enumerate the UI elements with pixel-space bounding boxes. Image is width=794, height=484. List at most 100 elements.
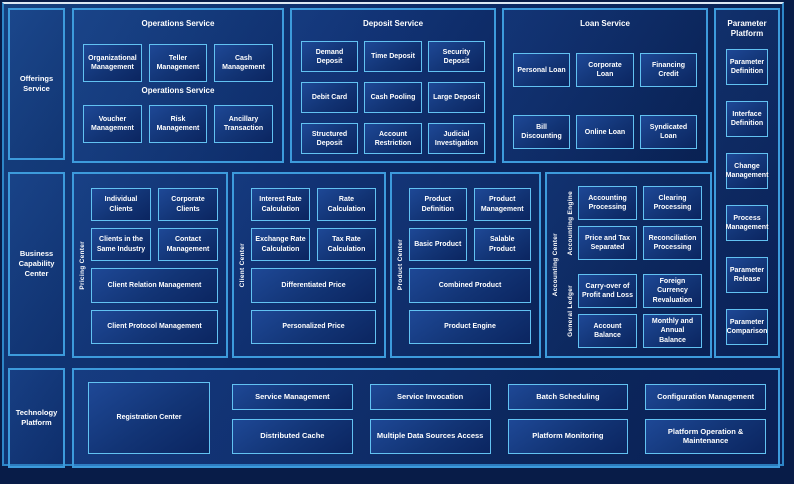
general-ledger-vertical-label: General Ledger: [563, 274, 578, 348]
box-batch-scheduling: Batch Scheduling: [507, 384, 629, 410]
box-combined-product: Combined Product: [409, 268, 531, 303]
box-account-balance: Account Balance: [578, 314, 637, 348]
box-cash-management: Cash Management: [214, 44, 273, 83]
box-accounting-processing: Accounting Processing: [578, 186, 637, 220]
box-differentiated-price: Differentiated Price: [251, 268, 376, 303]
box-ancillary-transaction: Ancillary Transaction: [214, 104, 273, 143]
box-interface-definition: Interface Definition: [726, 100, 768, 137]
box-clients-same-industry: Clients in the Same Industry: [91, 228, 151, 261]
parameter-item-list: Parameter Definition Interface Definitio…: [716, 48, 778, 345]
box-product-definition: Product Definition: [409, 188, 467, 221]
box-configuration-management: Configuration Management: [645, 384, 766, 410]
box-large-deposit: Large Deposit: [427, 82, 485, 114]
box-platform-operation-maintenance: Platform Operation & Maintenance: [645, 418, 766, 454]
operations-row-2: Voucher Management Risk Management Ancil…: [74, 104, 282, 143]
accounting-center-content: Accounting Engine Accounting Processing …: [563, 174, 710, 356]
box-carry-over-profit-loss: Carry-over of Profit and Loss: [578, 274, 637, 308]
box-distributed-cache: Distributed Cache: [232, 418, 353, 454]
box-security-deposit: Security Deposit: [427, 41, 485, 73]
general-ledger-label-text: General Ledger: [567, 285, 574, 337]
operations-service-section: Operations Service Organizational Manage…: [72, 8, 284, 163]
box-syndicated-loan: Syndicated Loan: [639, 115, 697, 150]
pricing-center-grid: Individual Clients Corporate Clients Cli…: [91, 188, 218, 261]
product-center-vertical-label: Product Center: [392, 174, 408, 356]
technology-platform-label: Technology Platform: [8, 368, 65, 468]
box-account-restriction: Account Restriction: [364, 123, 422, 155]
general-ledger-grid: Carry-over of Profit and Loss Foreign Cu…: [578, 274, 702, 348]
accounting-center-section: Accounting Center Accounting Engine Acco…: [545, 172, 712, 358]
box-rate-calculation: Rate Calculation: [317, 188, 376, 221]
accounting-center-vertical-label: Accounting Center: [547, 174, 563, 356]
operations-service-title: Operations Service: [141, 19, 215, 28]
box-cash-pooling: Cash Pooling: [364, 82, 422, 114]
technology-platform-grid: Service Management Service Invocation Ba…: [232, 384, 766, 454]
pricing-center-vertical-label: Pricing Center: [74, 174, 90, 356]
deposit-row-3: Structured Deposit Account Restriction J…: [292, 123, 494, 155]
box-service-invocation: Service Invocation: [369, 384, 491, 410]
loan-service-title: Loan Service: [580, 19, 630, 28]
box-corporate-loan: Corporate Loan: [576, 53, 634, 88]
box-exchange-rate-calculation: Exchange Rate Calculation: [251, 228, 310, 261]
box-service-management: Service Management: [232, 384, 353, 410]
product-center-section: Product Center Product Definition Produc…: [390, 172, 541, 358]
box-client-protocol-management: Client Protocol Management: [91, 309, 218, 344]
box-contact-management: Contact Management: [158, 228, 218, 261]
deposit-service-title: Deposit Service: [362, 19, 424, 28]
box-organizational-management: Organizational Management: [83, 44, 142, 83]
technology-platform-section: Registration Center Service Management S…: [72, 368, 780, 468]
deposit-row-1: Demand Deposit Time Deposit Security Dep…: [292, 41, 494, 73]
loan-service-section: Loan Service Personal Loan Corporate Loa…: [502, 8, 708, 163]
loan-row-2: Bill Discounting Online Loan Syndicated …: [504, 115, 706, 150]
accounting-center-label-text: Accounting Center: [551, 233, 559, 297]
box-voucher-management: Voucher Management: [83, 104, 142, 143]
deposit-service-section: Deposit Service Demand Deposit Time Depo…: [290, 8, 496, 163]
parameter-platform-section: Parameter Platform Parameter Definition …: [714, 8, 780, 358]
box-tax-rate-calculation: Tax Rate Calculation: [317, 228, 376, 261]
box-clearing-processing: Clearing Processing: [643, 186, 702, 220]
box-demand-deposit: Demand Deposit: [301, 41, 359, 73]
box-bill-discounting: Bill Discounting: [513, 115, 571, 150]
box-monthly-annual-balance: Monthly and Annual Balance: [643, 314, 702, 348]
box-parameter-comparison: Parameter Comparison: [726, 308, 768, 345]
client-center-grid: Interest Rate Calculation Rate Calculati…: [251, 188, 376, 261]
deposit-row-2: Debit Card Cash Pooling Large Deposit: [292, 82, 494, 114]
box-price-tax-separated: Price and Tax Separated: [578, 226, 637, 260]
diagram-frame: Offerings Service Business Capability Ce…: [2, 2, 784, 468]
box-online-loan: Online Loan: [576, 115, 634, 150]
pricing-center-label-text: Pricing Center: [78, 240, 86, 290]
pricing-center-content: Individual Clients Corporate Clients Cli…: [90, 174, 226, 356]
box-individual-clients: Individual Clients: [91, 188, 151, 221]
box-risk-management: Risk Management: [148, 104, 208, 143]
business-capability-center-label: Business Capability Center: [8, 172, 65, 356]
box-product-engine: Product Engine: [409, 309, 531, 344]
accounting-engine-group: Accounting Engine Accounting Processing …: [563, 186, 702, 260]
box-structured-deposit: Structured Deposit: [301, 123, 359, 155]
general-ledger-group: General Ledger Carry-over of Profit and …: [563, 274, 702, 348]
box-platform-monitoring: Platform Monitoring: [507, 418, 629, 454]
box-parameter-release: Parameter Release: [726, 256, 768, 293]
box-salable-product: Salable Product: [473, 228, 531, 261]
box-teller-management: Teller Management: [148, 44, 208, 83]
box-judicial-investigation: Judicial Investigation: [427, 123, 485, 155]
box-parameter-definition: Parameter Definition: [726, 48, 768, 85]
box-multiple-data-sources-access: Multiple Data Sources Access: [369, 418, 491, 454]
product-center-content: Product Definition Product Management Ba…: [408, 174, 539, 356]
box-corporate-clients: Corporate Clients: [158, 188, 218, 221]
client-center-label-text: Client Center: [238, 242, 246, 288]
box-change-management: Change Management: [726, 152, 768, 189]
box-interest-rate-calculation: Interest Rate Calculation: [251, 188, 310, 221]
loan-row-1: Personal Loan Corporate Loan Financing C…: [504, 53, 706, 88]
box-personalized-price: Personalized Price: [251, 309, 376, 344]
offerings-service-label: Offerings Service: [8, 8, 65, 160]
pricing-center-section: Pricing Center Individual Clients Corpor…: [72, 172, 228, 358]
product-center-grid: Product Definition Product Management Ba…: [409, 188, 531, 261]
accounting-engine-grid: Accounting Processing Clearing Processin…: [578, 186, 702, 260]
box-registration-center: Registration Center: [88, 382, 210, 454]
box-product-management: Product Management: [473, 188, 531, 221]
accounting-engine-label-text: Accounting Engine: [567, 190, 574, 256]
client-center-section: Client Center Interest Rate Calculation …: [232, 172, 386, 358]
product-center-label-text: Product Center: [396, 239, 404, 291]
box-debit-card: Debit Card: [301, 82, 359, 114]
box-financing-credit: Financing Credit: [639, 53, 697, 88]
